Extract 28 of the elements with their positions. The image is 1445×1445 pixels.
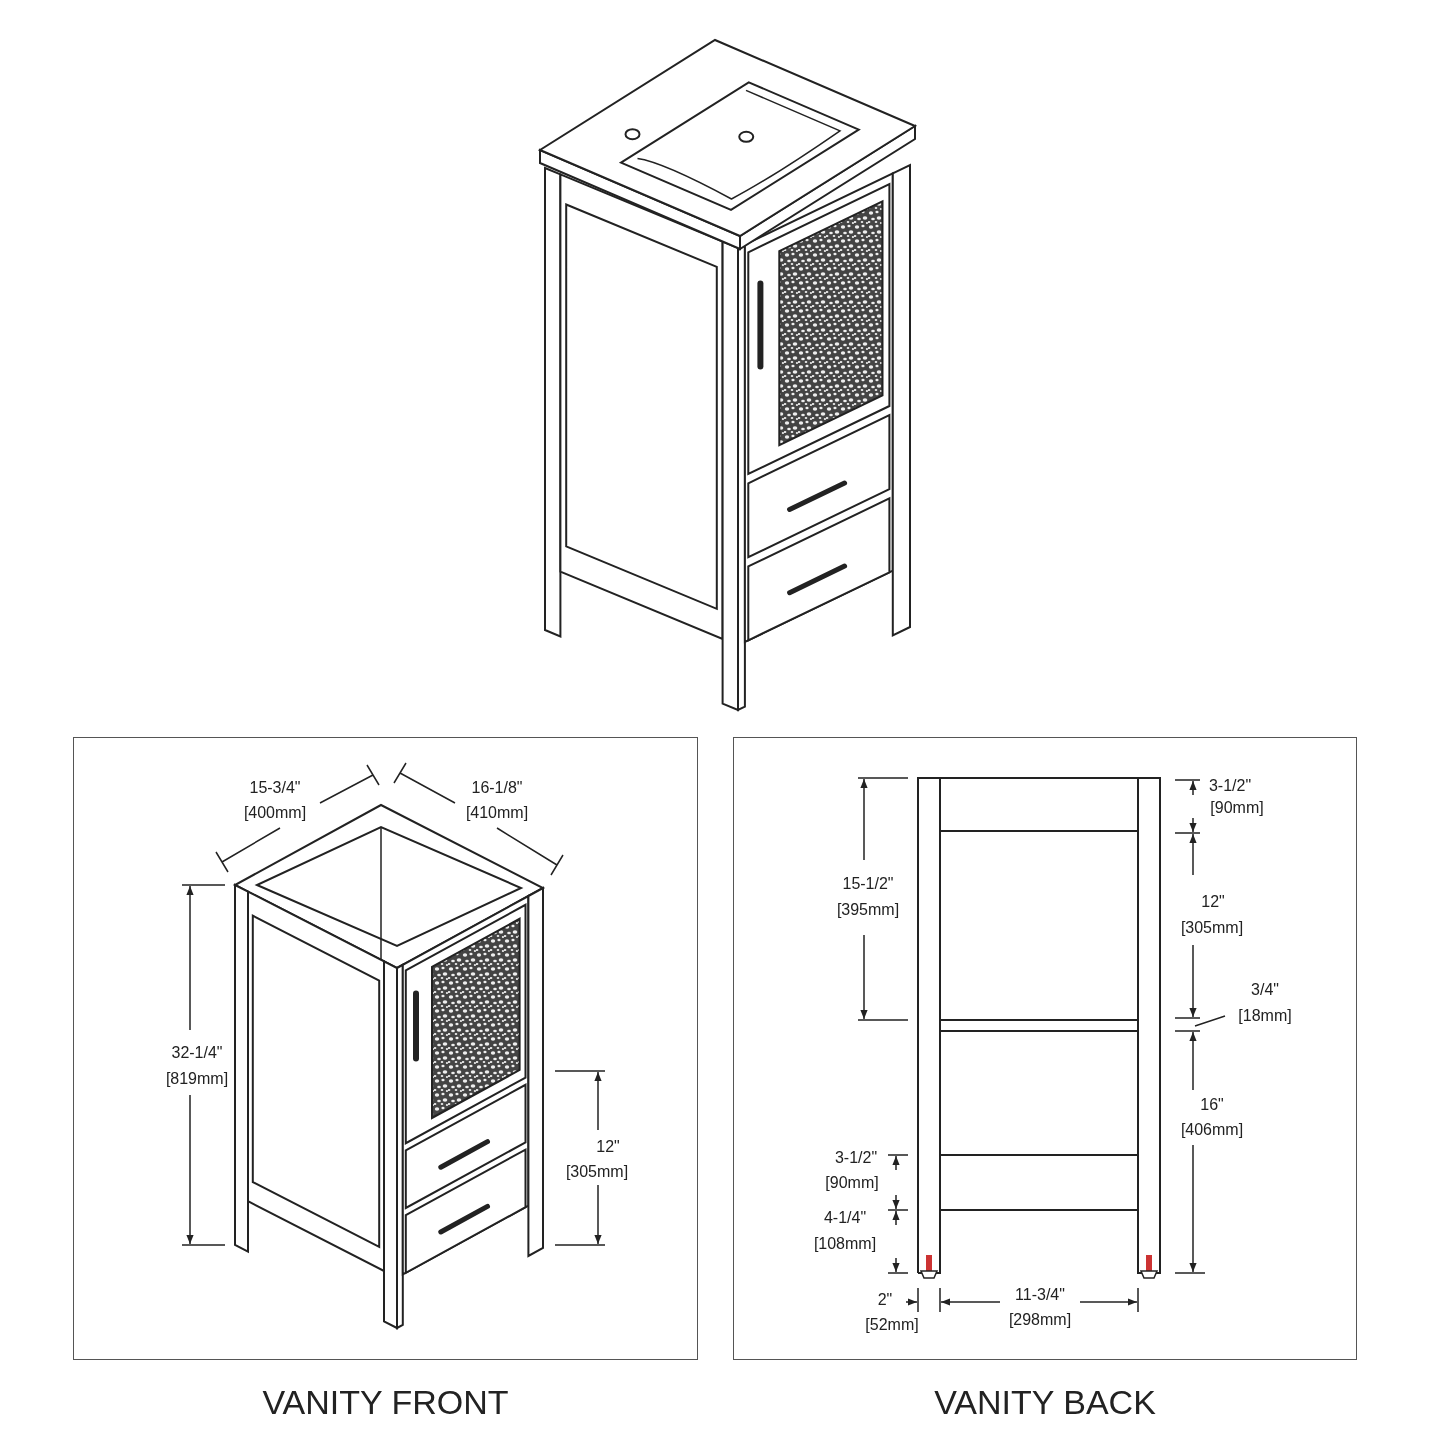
view-caption: VANITY BACK [934, 1383, 1156, 1422]
dimension-label: 12" [596, 1139, 620, 1155]
dimension-label: [305mm] [1180, 920, 1244, 936]
dimension-label: [305mm] [565, 1164, 629, 1180]
dimension-label: 3/4" [1251, 982, 1279, 998]
dimension-label: 15-1/2" [842, 876, 894, 892]
dimension-label: [400mm] [243, 805, 307, 821]
dimension-label: [298mm] [1008, 1312, 1072, 1328]
dimension-label: 15-3/4" [249, 780, 301, 796]
dimension-label: [406mm] [1180, 1122, 1244, 1138]
dimension-label: 11-3/4" [1015, 1287, 1065, 1303]
view-caption: VANITY FRONT [262, 1383, 509, 1422]
dimension-label: 4-1/4" [823, 1210, 867, 1226]
dimension-label: [410mm] [465, 805, 529, 821]
dimension-label: 2" [877, 1292, 893, 1308]
dimension-label: [395mm] [836, 902, 900, 918]
dimension-label: [90mm] [825, 1175, 879, 1191]
dimension-label: 16" [1200, 1097, 1224, 1113]
dimension-label: 16-1/8" [471, 780, 523, 796]
dimension-label: 3-1/2" [834, 1150, 878, 1166]
dimension-label: [90mm] [1210, 800, 1264, 816]
dimension-label: [52mm] [865, 1317, 919, 1333]
dimension-label: [18mm] [1238, 1008, 1292, 1024]
dimension-label: 12" [1201, 894, 1225, 910]
dimension-label: [819mm] [165, 1071, 229, 1087]
dimension-label: 32-1/4" [171, 1045, 223, 1061]
dimension-label: 3-1/2" [1208, 778, 1252, 794]
dimension-label: [108mm] [813, 1236, 877, 1252]
